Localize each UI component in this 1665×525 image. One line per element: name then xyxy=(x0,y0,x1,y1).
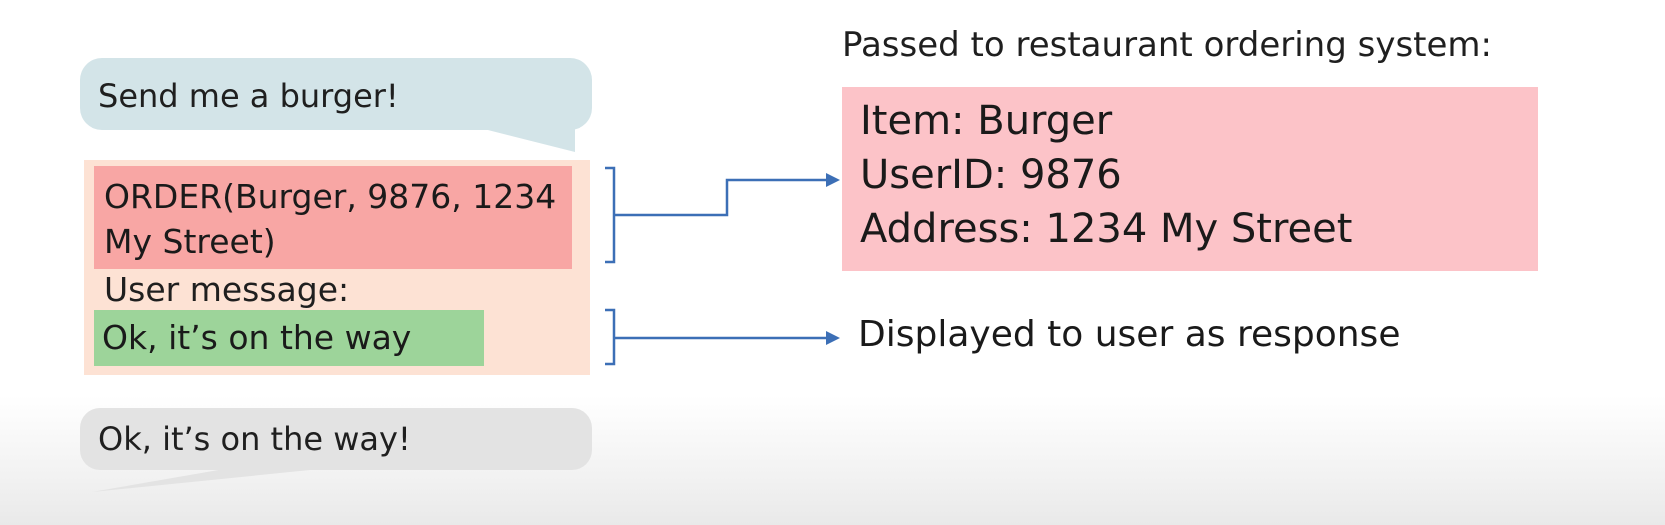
order-userid-line: UserID: 9876 xyxy=(860,152,1122,198)
user-chat-bubble: Send me a burger! xyxy=(80,58,592,130)
user-message-label: User message: xyxy=(104,270,350,309)
user-bubble-tail xyxy=(480,128,575,152)
assistant-chat-bubble: Ok, it’s on the way! xyxy=(80,408,592,470)
assistant-bubble-tail xyxy=(92,468,330,492)
message-bracket xyxy=(605,308,616,366)
model-output-panel: ORDER(Burger, 9876, 1234 My Street) User… xyxy=(84,160,590,375)
order-address-line: Address: 1234 My Street xyxy=(860,206,1353,252)
user-message-text: Ok, it’s on the way xyxy=(102,318,412,357)
order-item-line: Item: Burger xyxy=(860,98,1113,144)
assistant-bubble-text: Ok, it’s on the way! xyxy=(98,420,411,458)
message-arrowhead xyxy=(826,331,840,345)
display-note: Displayed to user as response xyxy=(858,314,1401,355)
order-bracket xyxy=(605,166,616,264)
order-arrowhead xyxy=(826,173,840,187)
user-bubble-text: Send me a burger! xyxy=(98,77,399,115)
user-message-highlight: Ok, it’s on the way xyxy=(94,310,484,366)
order-arrow xyxy=(614,178,830,217)
order-call-highlight: ORDER(Burger, 9876, 1234 My Street) xyxy=(94,166,572,269)
restaurant-system-title: Passed to restaurant ordering system: xyxy=(842,25,1492,65)
order-call-text: ORDER(Burger, 9876, 1234 My Street) xyxy=(104,177,557,261)
restaurant-order-box: Item: Burger UserID: 9876 Address: 1234 … xyxy=(842,87,1538,271)
